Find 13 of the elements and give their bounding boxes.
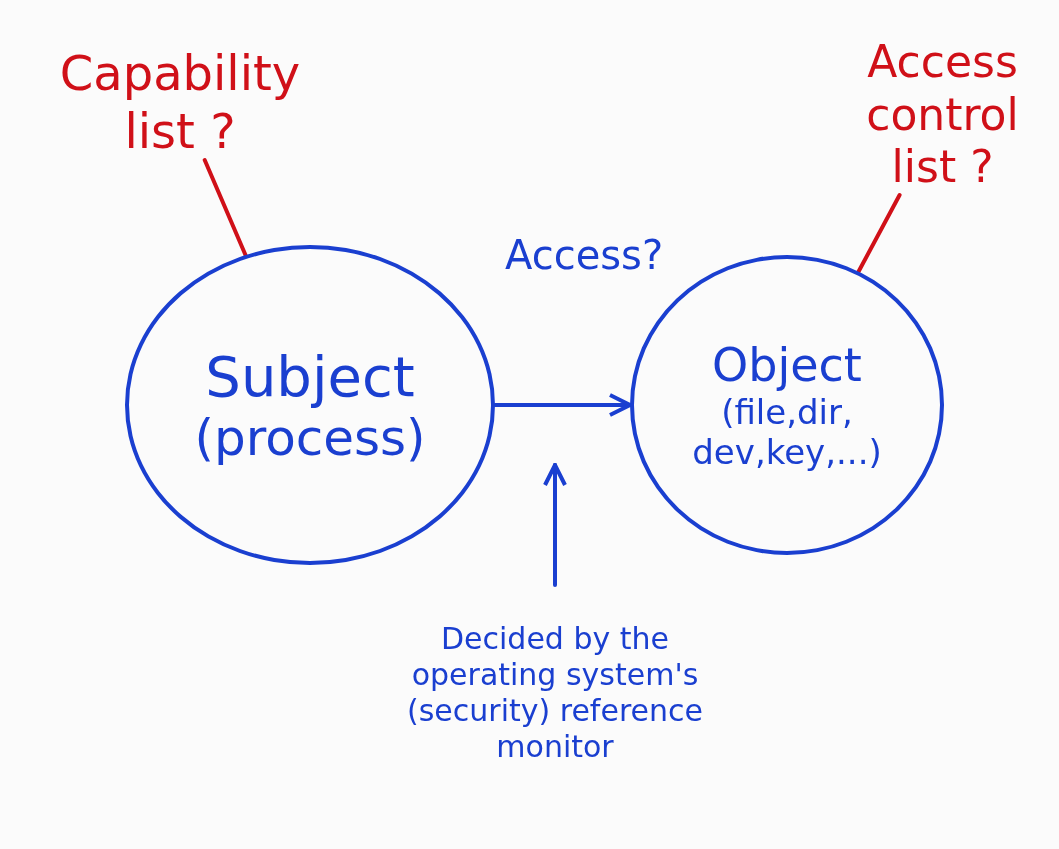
annotation-text: Access control list ? — [835, 35, 1050, 195]
heading-text: Object — [712, 338, 862, 392]
leader-line — [856, 193, 902, 274]
body-text: (file,dir, dev,key,...) — [691, 392, 883, 472]
subject-circle — [125, 245, 495, 565]
body-text: (process) — [194, 408, 426, 467]
note-text: Decided by the operating system's (security) reference monitor — [405, 585, 705, 801]
arrow — [543, 463, 567, 587]
heading-text: Subject — [205, 343, 415, 409]
annotation-text: Capability list ? — [40, 45, 320, 160]
leader-line — [202, 158, 248, 257]
arrow — [493, 393, 632, 417]
edge-label: Access? — [505, 232, 664, 278]
